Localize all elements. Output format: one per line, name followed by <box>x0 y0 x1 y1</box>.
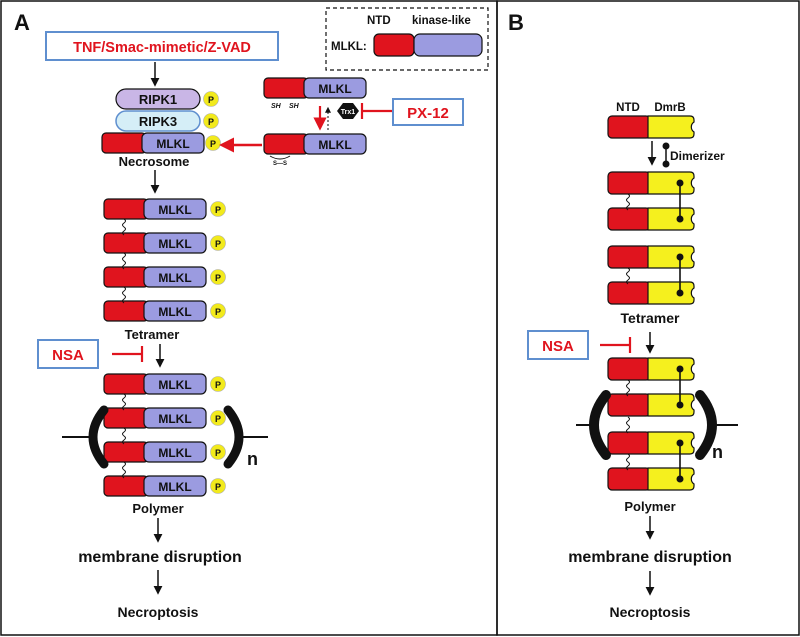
legend-kinase-swatch <box>413 33 483 57</box>
nsa-label-b: NSA <box>542 338 574 355</box>
ripk3-label: RIPK3 <box>139 114 177 129</box>
px12-box <box>392 98 464 126</box>
oxidized-mlkl-label: MLKL <box>318 138 351 152</box>
tetramer-p-3: P <box>215 273 221 283</box>
ripk1-p-label: P <box>208 95 214 105</box>
panel-b-frame <box>496 0 800 636</box>
polymer-stack-b <box>607 357 695 491</box>
polymer-p-4: P <box>215 482 221 492</box>
bracket-right-b <box>695 390 717 460</box>
polymer-mlkl-2: MLKL <box>158 412 191 426</box>
tetramer-p-1: P <box>215 205 221 215</box>
tetramer-mlkl-4: MLKL <box>158 305 191 319</box>
tetramer-mlkl-2: MLKL <box>158 237 191 251</box>
polymer-p-1: P <box>215 380 221 390</box>
bracket-left-a <box>88 405 109 469</box>
tetramer-mlkl-3: MLKL <box>158 271 191 285</box>
tetramer-p-4: P <box>215 307 221 317</box>
subscript-n-a: n <box>247 449 258 469</box>
sh-label-2: SH <box>289 103 300 110</box>
legend-box <box>325 7 489 71</box>
polymer-p-3: P <box>215 448 221 458</box>
trx1-label: Trx1 <box>341 109 356 116</box>
panel-b-letter: B <box>508 10 524 35</box>
legend-ntd-label: NTD <box>367 15 391 27</box>
necrosome-p-label: P <box>210 139 216 149</box>
tetramer-stack-a <box>103 198 226 322</box>
nsa-box-a <box>37 339 99 369</box>
bracket-right-a <box>223 405 244 469</box>
polymer-label-b: Polymer <box>624 499 675 514</box>
legend-mlkl-prefix: MLKL: <box>331 41 367 53</box>
trx1-hexagon <box>337 103 359 119</box>
membrane-label-a: membrane disruption <box>78 549 242 566</box>
tetramer-label-b: Tetramer <box>621 310 680 326</box>
disulfide-bond <box>269 155 291 160</box>
nsa-label-a: NSA <box>52 347 84 364</box>
necroptosis-label-a: Necroptosis <box>118 604 199 620</box>
nsa-box-b <box>527 330 589 360</box>
sh-label-1: SH <box>271 103 282 110</box>
membrane-label-b: membrane disruption <box>568 549 732 566</box>
legend-kinase-label: kinase-like <box>412 15 471 27</box>
tetramer-mlkl-1: MLKL <box>158 203 191 217</box>
panel-a-frame <box>0 0 498 636</box>
polymer-stack-a <box>103 373 226 497</box>
disulfide-label: S—S <box>273 161 287 167</box>
polymer-label-a: Polymer <box>132 501 183 516</box>
dimerizer-ball-bottom <box>662 160 670 168</box>
stimulus-label: TNF/Smac-mimetic/Z-VAD <box>73 40 251 56</box>
subscript-n-b: n <box>712 442 723 462</box>
ripk1-label: RIPK1 <box>139 92 177 107</box>
bracket-left-b <box>589 390 611 460</box>
tetramer-p-2: P <box>215 239 221 249</box>
polymer-mlkl-4: MLKL <box>158 480 191 494</box>
polymer-p-2: P <box>215 414 221 424</box>
reduced-mlkl-label: MLKL <box>318 82 351 96</box>
ntd-label-b: NTD <box>616 102 640 114</box>
ripk3-pill <box>115 110 201 132</box>
dmrb-label-b: DmrB <box>654 102 685 114</box>
tetramer-stack-b <box>607 171 695 305</box>
dmrb-monomer <box>607 115 695 139</box>
stimulus-box <box>45 31 279 61</box>
px12-label: PX-12 <box>407 105 449 122</box>
tetramer-label-a: Tetramer <box>125 327 180 342</box>
legend-ntd-swatch <box>373 33 415 57</box>
panel-a-letter: A <box>14 10 30 35</box>
necroptosis-label-b: Necroptosis <box>610 604 691 620</box>
dimerizer-label: Dimerizer <box>670 149 725 163</box>
ripk1-pill <box>115 88 201 110</box>
necrosome-label: Necrosome <box>119 154 190 169</box>
necrosome-mlkl-label: MLKL <box>156 137 189 151</box>
polymer-mlkl-3: MLKL <box>158 446 191 460</box>
polymer-mlkl-1: MLKL <box>158 378 191 392</box>
ripk3-p-label: P <box>208 117 214 127</box>
